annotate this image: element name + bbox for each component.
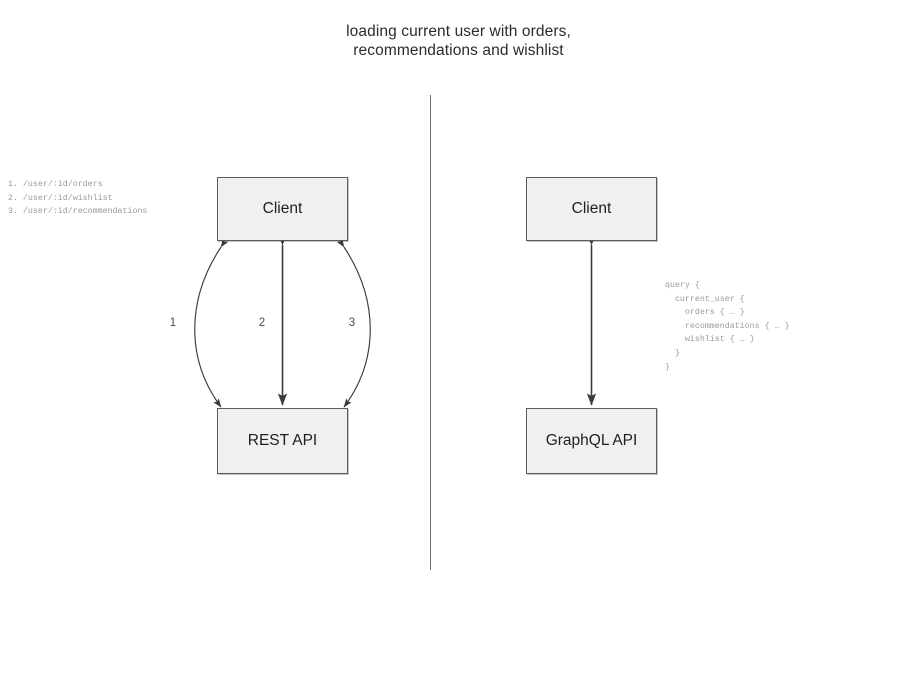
node-client-graphql[interactable]: Client [526,177,657,241]
page-title: loading current user with orders, recomm… [346,23,571,59]
node-label: REST API [247,432,318,449]
rest-endpoints-annotation: 1. /user/:id/orders 2. /user/:id/wishlis… [8,180,148,217]
node-graphql-api[interactable]: GraphQL API [526,408,657,474]
node-client-rest[interactable]: Client [217,177,348,241]
vertical-divider [430,95,431,570]
node-label: Client [571,200,612,217]
node-rest-api[interactable]: REST API [217,408,348,474]
node-label: GraphQL API [545,432,638,449]
graphql-query-annotation: query { current_user { orders { … } reco… [665,281,790,372]
edge-rest-1 [194,238,229,408]
edge-label-1: 1 [169,317,177,329]
edge-label-2: 2 [258,317,266,329]
node-label: Client [262,200,303,217]
edge-label-3: 3 [348,317,356,329]
